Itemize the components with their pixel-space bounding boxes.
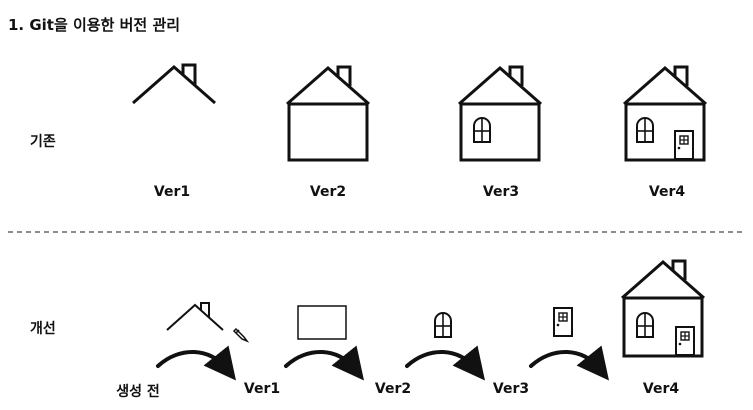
house-roof-icon	[166, 302, 224, 331]
door-icon	[553, 307, 573, 337]
house-roof-icon	[132, 63, 216, 105]
before-version-label: Ver2	[309, 184, 347, 200]
door-icon	[674, 130, 694, 160]
curved-arrow-icon	[405, 345, 486, 381]
before-version-label: Ver3	[482, 184, 520, 200]
pencil-icon	[232, 327, 250, 343]
window-icon	[473, 117, 491, 143]
after-version-label: Ver4	[642, 381, 680, 397]
curved-arrow-icon	[156, 345, 237, 381]
before-version-label: Ver4	[648, 184, 686, 200]
door-icon	[675, 326, 695, 356]
curved-arrow-icon	[529, 345, 610, 381]
before-version-label: Ver1	[153, 184, 191, 200]
row-label-after: 개선	[30, 321, 56, 337]
house-icon	[623, 65, 707, 162]
after-version-label: 생성 전	[116, 384, 160, 400]
house-icon	[458, 65, 542, 162]
house-icon	[286, 65, 370, 162]
curved-arrow-icon	[284, 345, 365, 381]
page-title: 1. Git을 이용한 버전 관리	[8, 16, 181, 34]
wall-rect-icon	[297, 305, 347, 340]
window-icon	[434, 312, 452, 338]
house-icon	[621, 259, 705, 358]
window-icon	[636, 312, 654, 338]
window-icon	[636, 117, 654, 143]
row-label-before: 기존	[30, 134, 56, 150]
after-version-label: Ver1	[243, 381, 281, 397]
after-version-label: Ver2	[374, 381, 412, 397]
after-version-label: Ver3	[492, 381, 530, 397]
